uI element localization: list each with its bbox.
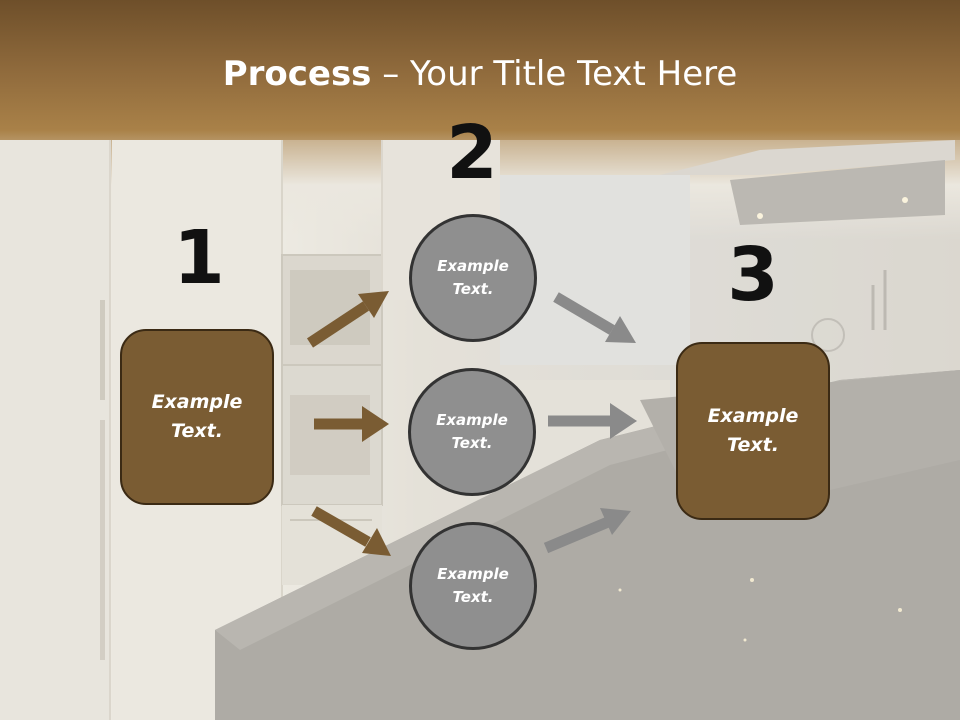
right-box-text: Example Text. <box>707 405 799 456</box>
step-number-3: 3 <box>727 232 779 318</box>
step-number-2: 2 <box>446 110 498 196</box>
left-box: Example Text. <box>120 329 274 505</box>
arrow-top-to-right <box>553 292 636 343</box>
circle-bottom: Example Text. <box>409 522 537 650</box>
right-box: Example Text. <box>676 342 830 520</box>
arrow-middle-to-right <box>548 403 637 439</box>
circle-middle: Example Text. <box>408 368 536 496</box>
step-number-1: 1 <box>173 215 225 301</box>
circle-middle-text: Example Text. <box>436 411 508 452</box>
arrow-left-to-middle <box>314 406 389 442</box>
arrow-left-to-top <box>306 291 389 348</box>
circle-top: Example Text. <box>409 214 537 342</box>
circle-top-text: Example Text. <box>437 257 509 298</box>
circle-bottom-text: Example Text. <box>437 565 509 606</box>
slide-title: Process – Your Title Text Here <box>0 52 960 96</box>
title-rest: – Your Title Text Here <box>371 54 738 94</box>
arrow-bottom-to-right <box>543 508 631 554</box>
left-box-text: Example Text. <box>151 391 243 442</box>
arrow-left-to-bottom <box>311 506 391 556</box>
title-bold: Process <box>222 54 372 94</box>
